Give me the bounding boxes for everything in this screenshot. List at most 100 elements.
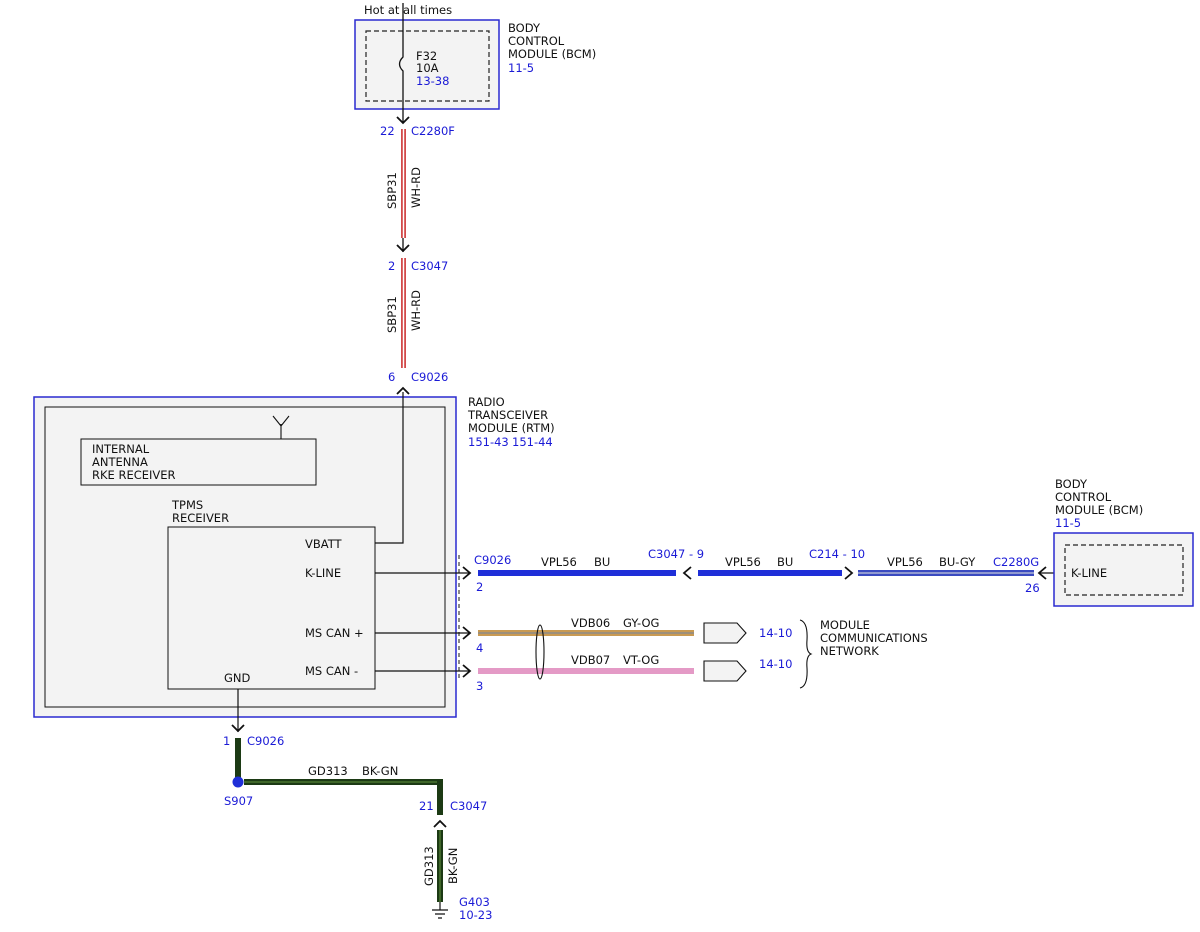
ground-circuit: 1 C9026 S907 GD313 BK-GN 21 C3047 GD313 …	[223, 689, 492, 922]
wire-gd313-vertical-2	[437, 779, 443, 815]
connector-c2280g-name: C2280G	[993, 555, 1039, 569]
connector-c2280f-icon	[396, 116, 410, 125]
connector-c9026-kline-icon	[462, 566, 472, 580]
connector-c3047-top-pin: 2	[388, 259, 395, 273]
connector-c3047-top-name: C3047	[411, 259, 448, 273]
network-line-1: MODULE	[820, 618, 870, 632]
pin-mscan-minus-label: MS CAN -	[305, 664, 358, 678]
top-bcm-module: Hot at all times BODY CONTROL MODULE (BC…	[354, 3, 596, 110]
wire-vdb06-circuit: VDB06	[571, 616, 610, 630]
can-plus-pin: 4	[476, 641, 483, 655]
network-line-2: COMMUNICATIONS	[820, 631, 928, 645]
wire-stripe	[478, 632, 694, 634]
connector-c3047-gnd-icon	[433, 819, 447, 828]
rtm-name-line-3: MODULE (RTM)	[468, 421, 555, 435]
hot-at-all-times-label: Hot at all times	[364, 3, 452, 17]
connector-c9026-can-plus-icon	[462, 626, 472, 640]
wire-vpl56-segment-3-color: BU-GY	[939, 555, 976, 569]
network-line-3: NETWORK	[820, 644, 879, 658]
connector-c2280g-kline-icon	[1037, 566, 1047, 580]
connector-c9026-gnd-pin: 1	[223, 734, 230, 748]
wire-gd313-vertical-circuit: GD313	[422, 846, 436, 886]
top-bcm-name-line-2: CONTROL	[508, 34, 565, 48]
wire-vpl56-segment-1-color: BU	[594, 555, 610, 569]
ms-can-plus-wire: 4 VDB06 GY-OG 14-10	[375, 616, 792, 655]
ms-can-minus-wire: 3 VDB07 VT-OG 14-10	[375, 653, 792, 693]
wire-sbp31-segment-2-color: WH-RD	[409, 290, 423, 331]
vbatt-internal-wire	[375, 392, 404, 544]
network-brace-icon	[799, 619, 813, 689]
right-bcm-inner-dashed	[1064, 544, 1184, 596]
connector-c9026-top-icon	[396, 386, 410, 395]
wire-sbp31-segment-2: SBP31 WH-RD	[385, 258, 423, 368]
top-bcm-ref: 11-5	[508, 61, 534, 75]
wire-stripe	[439, 830, 441, 902]
connector-c9026-top-name: C9026	[411, 370, 448, 384]
right-bcm-module: BODY CONTROL MODULE (BCM) 11-5 K-LINE	[1053, 477, 1194, 607]
pin-vbatt-label: VBATT	[305, 537, 343, 551]
kline-bus: C9026 2 VPL56 BU C3047 - 9 VPL56 BU C214…	[375, 547, 1064, 595]
wire-stripe	[244, 781, 443, 783]
tpms-receiver-box	[167, 526, 376, 690]
network-brace: MODULE COMMUNICATIONS NETWORK	[799, 618, 928, 689]
wire-vdb06-color: GY-OG	[623, 616, 659, 630]
wire-stripe	[402, 258, 405, 368]
wire-vpl56-segment-3-circuit: VPL56	[887, 555, 923, 569]
wire-vpl56-segment-2-color: BU	[777, 555, 793, 569]
antenna-line-2: ANTENNA	[92, 455, 148, 469]
fuse-f32-icon	[398, 3, 404, 92]
fuse-rating: 10A	[416, 61, 439, 75]
connector-c3047-gnd-pin: 21	[419, 799, 434, 813]
wire-vpl56-segment-2-circuit: VPL56	[725, 555, 761, 569]
can-plus-arrow-icon	[703, 622, 747, 644]
top-bcm-border	[354, 19, 500, 110]
connector-c3047-top: 2 C3047	[388, 238, 448, 273]
rtm-name-line-1: RADIO	[468, 395, 505, 409]
rtm-ref-b: 151-44	[512, 435, 553, 449]
can-minus-ref: 14-10	[759, 657, 792, 671]
antenna-line-1: INTERNAL	[92, 442, 150, 456]
can-minus-pin: 3	[476, 679, 483, 693]
right-bcm-name-line-2: CONTROL	[1055, 490, 1112, 504]
right-bcm-kline-label: K-LINE	[1071, 566, 1107, 580]
twisted-pair-icon	[535, 624, 545, 680]
connector-c214-kline-label: C214 - 10	[809, 547, 865, 561]
can-plus-ref: 14-10	[759, 626, 792, 640]
connector-c2280f-name: C2280F	[411, 124, 455, 138]
splice-s907-icon	[232, 776, 244, 788]
connector-c2280g-pin: 26	[1025, 581, 1040, 595]
connector-c214-kline-icon	[844, 566, 854, 580]
wire-sbp31-segment-2-circuit: SBP31	[385, 296, 399, 333]
pin-kline-label: K-LINE	[305, 566, 341, 580]
wire-vdb07	[478, 668, 694, 674]
wire-stripe	[402, 129, 405, 238]
connector-c9026-kline-name: C9026	[474, 553, 511, 567]
can-minus-arrow-icon	[703, 660, 747, 682]
wire-vdb07-color: VT-OG	[623, 653, 659, 667]
antenna-line-3: RKE RECEIVER	[92, 468, 176, 482]
ground-g403-ref: 10-23	[459, 908, 492, 922]
connector-c3047-gnd-name: C3047	[450, 799, 487, 813]
connector-c9026-top-pin: 6	[388, 370, 395, 384]
wire-sbp31-segment-1-color: WH-RD	[409, 167, 423, 208]
ground-g403-icon	[432, 902, 448, 919]
connector-c9026-top: 6 C9026	[388, 370, 448, 395]
antenna-icon	[272, 415, 290, 439]
connector-c2280f-pin: 22	[380, 124, 395, 138]
pin-gnd-label: GND	[224, 671, 251, 685]
connector-c9026-kline-pin: 2	[476, 580, 483, 594]
fuse-id: F32	[416, 49, 437, 63]
right-bcm-name-line-1: BODY	[1055, 477, 1088, 491]
wire-gd313-horizontal-circuit: GD313	[308, 764, 348, 778]
wire-gd313-horizontal-color: BK-GN	[362, 764, 398, 778]
fuse-ref: 13-38	[416, 74, 449, 88]
connector-c3047-kline-icon	[682, 566, 692, 580]
wire-gd313-vertical-color: BK-GN	[446, 848, 460, 884]
wire-sbp31-segment-1-circuit: SBP31	[385, 172, 399, 209]
pin-mscan-plus-label: MS CAN +	[305, 626, 364, 640]
tpms-line-1: TPMS	[171, 498, 203, 512]
splice-s907-label: S907	[224, 794, 253, 808]
wire-sbp31-segment-1: SBP31 WH-RD	[385, 129, 423, 238]
right-bcm-ref: 11-5	[1055, 516, 1081, 530]
